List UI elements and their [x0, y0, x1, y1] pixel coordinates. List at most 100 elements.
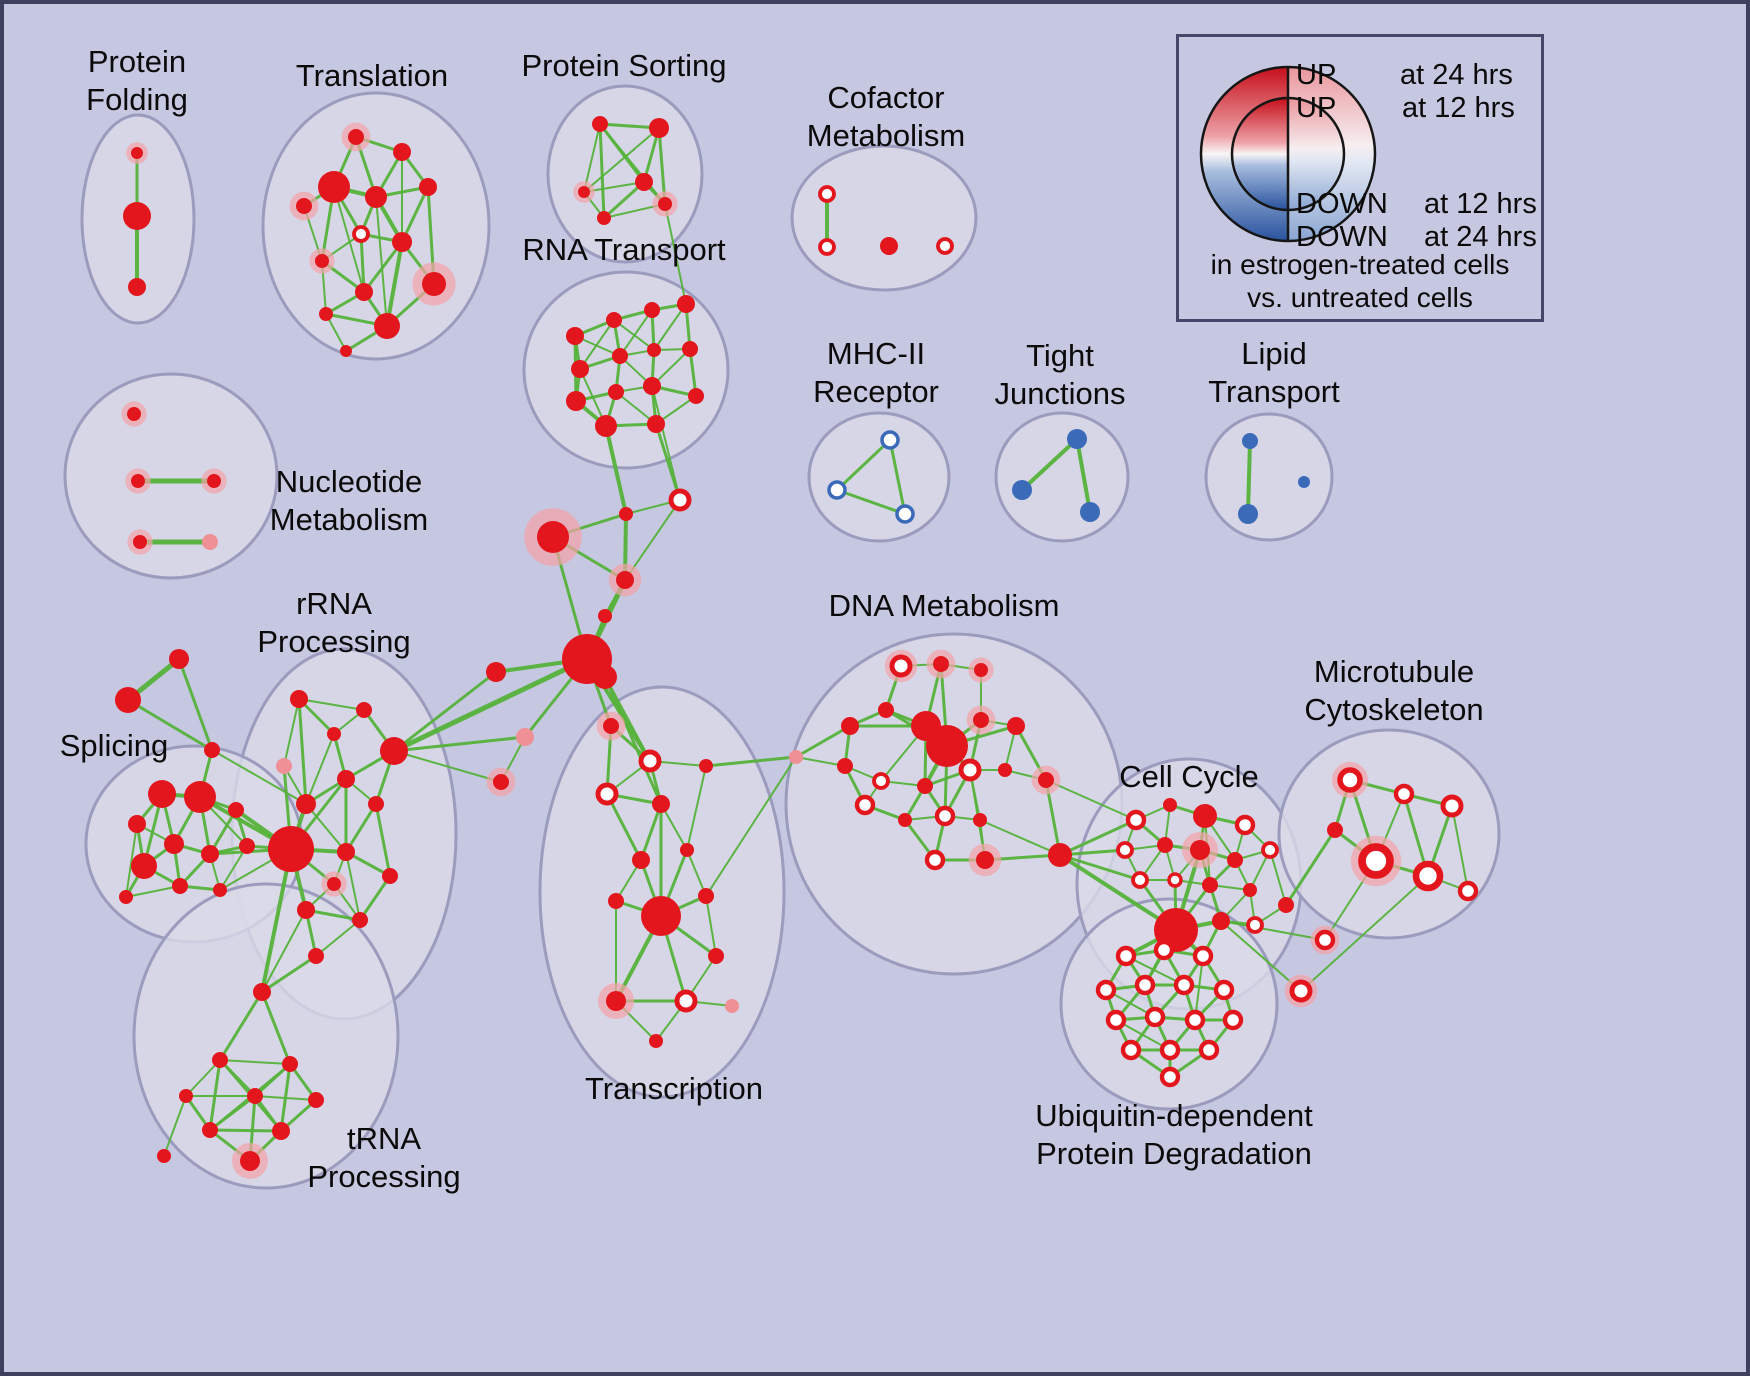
- node-cc4[interactable]: [1234, 814, 1256, 836]
- node-tc12[interactable]: [606, 991, 626, 1011]
- node-x6[interactable]: [486, 662, 506, 682]
- node-cc15[interactable]: [1212, 912, 1230, 930]
- node-cf3[interactable]: [880, 237, 898, 255]
- node-dm8[interactable]: [973, 712, 989, 728]
- node-tc15[interactable]: [649, 1034, 663, 1048]
- node-pf1[interactable]: [131, 147, 143, 159]
- node-tc13[interactable]: [674, 989, 698, 1013]
- node-f2[interactable]: [115, 687, 141, 713]
- node-t12[interactable]: [319, 307, 333, 321]
- node-dm1[interactable]: [889, 654, 913, 678]
- node-sp8[interactable]: [239, 838, 255, 854]
- node-t13[interactable]: [374, 313, 400, 339]
- node-rt13[interactable]: [647, 415, 665, 433]
- node-sp4[interactable]: [228, 802, 244, 818]
- node-dm13[interactable]: [958, 758, 982, 782]
- node-t14[interactable]: [340, 345, 352, 357]
- node-x4[interactable]: [616, 571, 634, 589]
- node-rr4[interactable]: [380, 737, 408, 765]
- node-cf2[interactable]: [818, 238, 836, 256]
- node-dm14[interactable]: [998, 763, 1012, 777]
- node-nm3[interactable]: [207, 474, 221, 488]
- node-dm20[interactable]: [924, 849, 946, 871]
- node-f3[interactable]: [204, 742, 220, 758]
- node-rr13[interactable]: [297, 901, 315, 919]
- node-cc8[interactable]: [1227, 852, 1243, 868]
- node-rt4[interactable]: [677, 295, 695, 313]
- node-ub6[interactable]: [1173, 974, 1195, 996]
- node-rt9[interactable]: [566, 391, 586, 411]
- node-nm2[interactable]: [131, 474, 145, 488]
- node-ub15[interactable]: [1159, 1066, 1181, 1088]
- node-rr6[interactable]: [337, 770, 355, 788]
- node-mc7[interactable]: [1457, 880, 1479, 902]
- node-tc6[interactable]: [632, 851, 650, 869]
- node-dm17[interactable]: [898, 813, 912, 827]
- node-cc17[interactable]: [1278, 897, 1294, 913]
- node-cc6[interactable]: [1157, 837, 1173, 853]
- node-tj3[interactable]: [1080, 502, 1100, 522]
- node-ub8[interactable]: [1105, 1009, 1127, 1031]
- node-tr9[interactable]: [240, 1151, 260, 1171]
- node-dm18[interactable]: [934, 805, 956, 827]
- node-ub4[interactable]: [1095, 979, 1117, 1001]
- node-rt7[interactable]: [647, 343, 661, 357]
- node-mcy[interactable]: [1289, 979, 1313, 1003]
- node-ub9[interactable]: [1144, 1006, 1166, 1028]
- node-dm3[interactable]: [974, 663, 988, 677]
- node-sp5[interactable]: [164, 834, 184, 854]
- node-dm21[interactable]: [976, 851, 994, 869]
- node-cc12[interactable]: [1202, 877, 1218, 893]
- node-rr8[interactable]: [368, 796, 384, 812]
- node-tj1[interactable]: [1067, 429, 1087, 449]
- node-t10[interactable]: [422, 272, 446, 296]
- node-tr7[interactable]: [202, 1122, 218, 1138]
- node-mc6[interactable]: [1412, 860, 1444, 892]
- node-t8[interactable]: [315, 254, 329, 268]
- node-rr14[interactable]: [352, 912, 368, 928]
- node-rt8[interactable]: [682, 341, 698, 357]
- node-pf2[interactable]: [123, 202, 151, 230]
- node-x3[interactable]: [537, 521, 569, 553]
- node-dm11[interactable]: [872, 772, 890, 790]
- node-x7[interactable]: [516, 728, 534, 746]
- node-nm5[interactable]: [202, 534, 218, 550]
- node-mc4[interactable]: [1327, 822, 1343, 838]
- node-cf4[interactable]: [936, 237, 954, 255]
- node-dm10[interactable]: [837, 758, 853, 774]
- node-rr15[interactable]: [308, 948, 324, 964]
- node-rr7[interactable]: [296, 794, 316, 814]
- node-tc11[interactable]: [708, 948, 724, 964]
- node-rt11[interactable]: [643, 377, 661, 395]
- node-pf3[interactable]: [128, 278, 146, 296]
- node-t6[interactable]: [419, 178, 437, 196]
- node-cc13[interactable]: [1243, 883, 1257, 897]
- node-sp7[interactable]: [201, 845, 219, 863]
- node-cc1[interactable]: [1125, 809, 1147, 831]
- node-ps5[interactable]: [597, 211, 611, 225]
- node-ps6[interactable]: [658, 197, 672, 211]
- node-rt5[interactable]: [571, 360, 589, 378]
- node-cc16[interactable]: [1246, 916, 1264, 934]
- node-cc10[interactable]: [1131, 871, 1149, 889]
- node-tc8[interactable]: [641, 896, 681, 936]
- node-sp11[interactable]: [119, 890, 133, 904]
- node-sp9[interactable]: [172, 878, 188, 894]
- node-tr6[interactable]: [308, 1092, 324, 1108]
- node-ub12[interactable]: [1120, 1039, 1142, 1061]
- node-dm12[interactable]: [917, 778, 933, 794]
- node-dm9[interactable]: [1007, 717, 1025, 735]
- node-x1[interactable]: [619, 507, 633, 521]
- node-rt3[interactable]: [644, 302, 660, 318]
- node-tc3[interactable]: [595, 782, 619, 806]
- node-x2[interactable]: [668, 488, 692, 512]
- node-dm19[interactable]: [973, 813, 987, 827]
- node-sp6[interactable]: [131, 853, 157, 879]
- node-ub10[interactable]: [1184, 1009, 1206, 1031]
- node-tc9[interactable]: [608, 893, 624, 909]
- node-tr3[interactable]: [282, 1056, 298, 1072]
- node-t2[interactable]: [393, 143, 411, 161]
- node-tc2[interactable]: [638, 749, 662, 773]
- node-rr5[interactable]: [276, 758, 292, 774]
- node-mh3[interactable]: [895, 504, 915, 524]
